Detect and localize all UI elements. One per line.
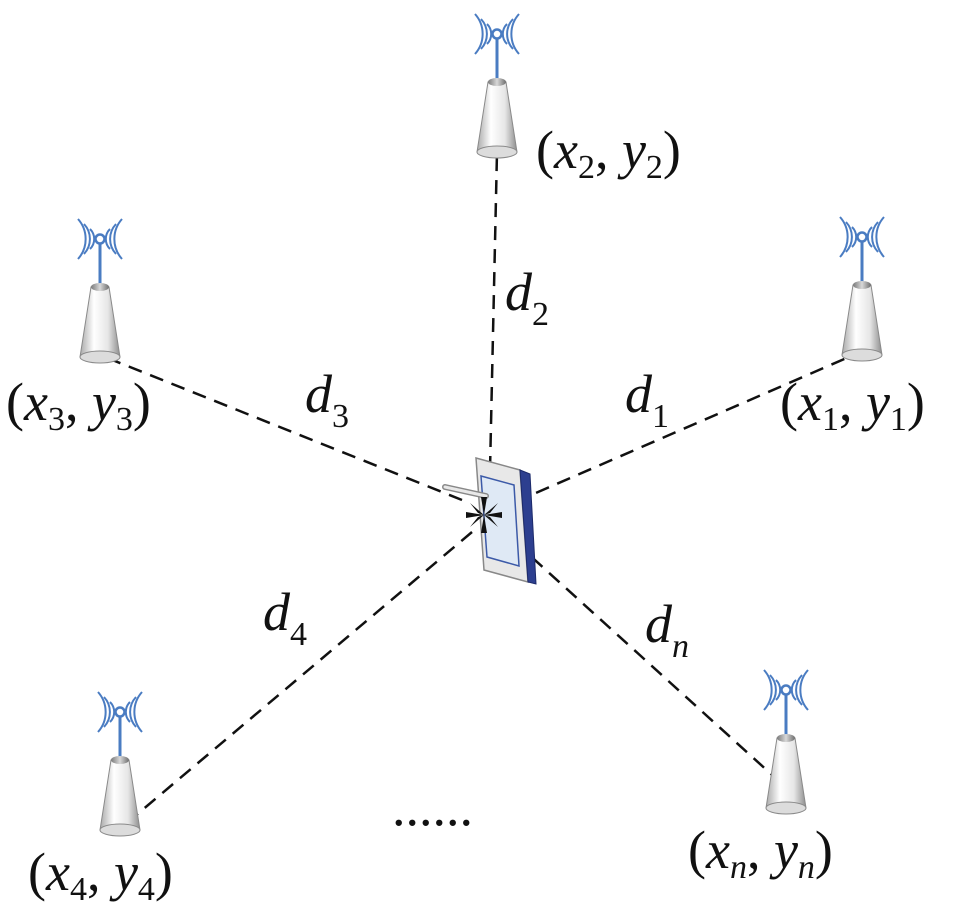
range-line-n bbox=[514, 541, 793, 794]
range-line-3 bbox=[99, 353, 463, 502]
distance-label-1: d1 bbox=[625, 364, 669, 435]
distance-label-4: d4 bbox=[263, 582, 307, 653]
anchor-4-tower-icon bbox=[96, 690, 144, 838]
distance-label-n: dn bbox=[645, 594, 689, 665]
distance-label-3: d3 bbox=[305, 364, 349, 435]
coord-label-n: (xn, yn) bbox=[688, 820, 833, 886]
anchor-n-tower-icon bbox=[762, 668, 810, 816]
anchor-1-tower-icon bbox=[838, 215, 886, 363]
distance-label-2: d2 bbox=[505, 262, 549, 333]
coord-label-2: (x2, y2) bbox=[536, 120, 681, 186]
anchor-2-tower-icon bbox=[473, 12, 521, 160]
coord-label-1: (x1, y1) bbox=[780, 372, 925, 438]
range-line-2 bbox=[488, 151, 499, 471]
mobile-device-icon bbox=[442, 456, 537, 585]
coord-label-4: (x4, y4) bbox=[28, 842, 173, 908]
range-line-4 bbox=[127, 531, 473, 823]
coord-label-3: (x3, y3) bbox=[6, 372, 151, 438]
anchor-3-tower-icon bbox=[76, 217, 124, 365]
range-line-1 bbox=[514, 348, 866, 504]
ellipsis: ...... bbox=[392, 777, 473, 837]
